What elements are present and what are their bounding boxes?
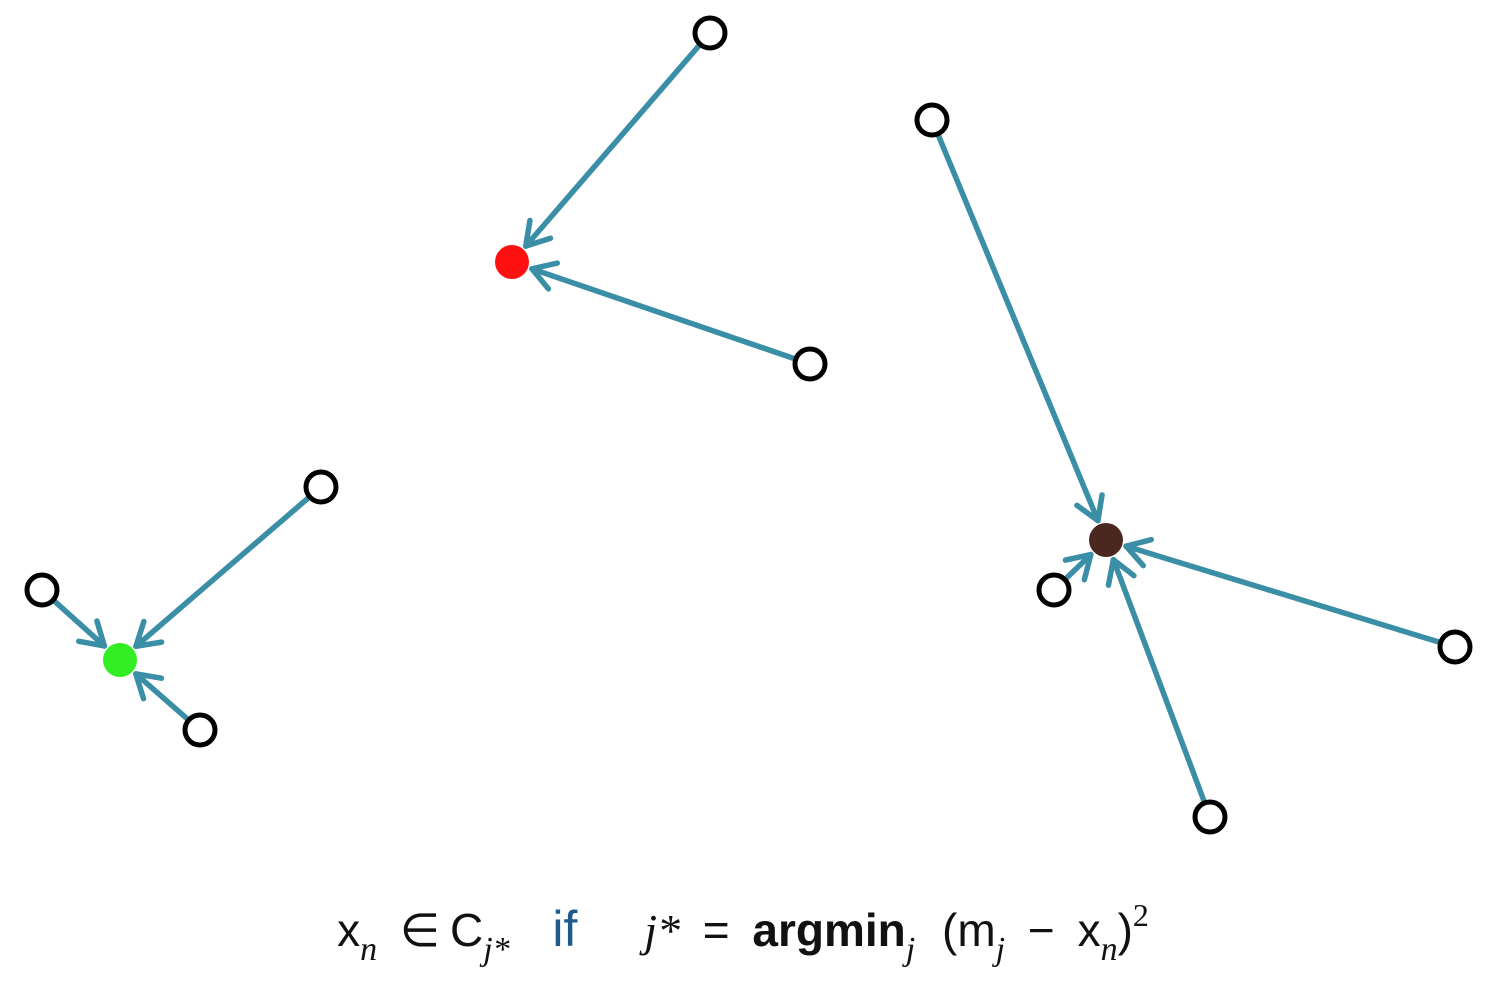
data-point [182, 712, 218, 748]
formula-n-sub: n [360, 931, 378, 968]
data-point [914, 102, 950, 138]
formula-exponent: 2 [1132, 897, 1149, 933]
data-point [24, 572, 60, 608]
data-point [303, 469, 339, 505]
formula-jstar-sub: j* [483, 931, 510, 968]
formula-minus: − [1027, 904, 1055, 956]
data-point [1192, 799, 1228, 835]
formula-x: x [337, 904, 361, 956]
assignment-arrows [51, 43, 1442, 804]
assignment-formula: xn ∈Cj* if j* = argminj (mj − xn)2 [0, 897, 1486, 968]
formula-n-sub-2: n [1100, 931, 1118, 968]
centroid-red [495, 245, 529, 279]
formula-if-keyword: if [552, 901, 578, 957]
centroid-green [103, 643, 137, 677]
data-point [1036, 572, 1072, 608]
formula-argmin: argmin [752, 904, 906, 956]
formula-c: C [449, 904, 484, 956]
cluster-centroids [103, 245, 1123, 677]
assignment-arrow [1062, 551, 1094, 583]
assignment-arrow [1123, 536, 1442, 645]
data-points [24, 15, 1473, 835]
assignment-arrow [1105, 556, 1207, 804]
data-point [792, 346, 828, 382]
centroid-brown [1089, 523, 1123, 557]
assignment-arrow [133, 671, 190, 722]
data-point [1437, 629, 1473, 665]
formula-jstar: j* [644, 905, 680, 956]
assignment-arrow [935, 132, 1105, 524]
assignment-arrow [522, 43, 702, 249]
formula-j-sub-2: j [995, 931, 1006, 968]
formula-in: ∈ [399, 904, 440, 956]
data-point [692, 15, 728, 51]
formula-j-sub: j [905, 931, 916, 968]
assignment-arrow [133, 495, 311, 650]
formula-x-2: x [1077, 904, 1101, 956]
kmeans-assignment-diagram [24, 15, 1473, 835]
formula-rparen: ) [1117, 904, 1133, 956]
formula-lparen-m: (m [942, 904, 996, 956]
assignment-arrow [529, 260, 797, 362]
formula-equals: = [702, 904, 730, 956]
assignment-arrow [51, 598, 108, 649]
